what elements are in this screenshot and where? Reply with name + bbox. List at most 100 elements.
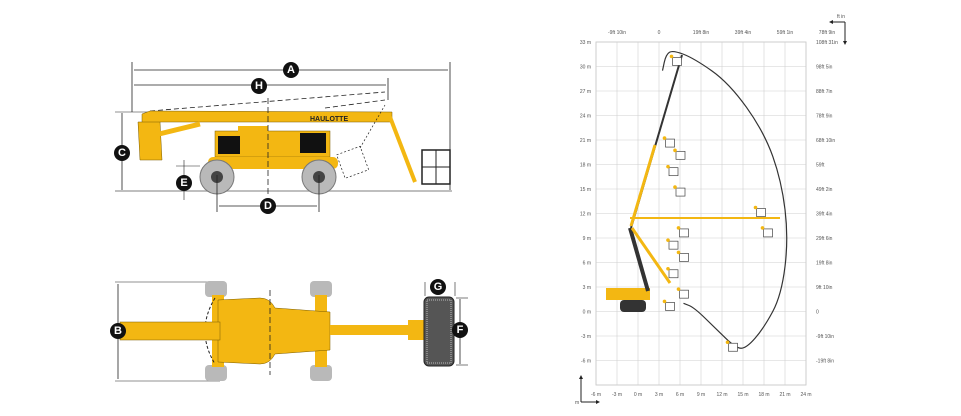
x-tick-label-ft: 39ft 4in xyxy=(735,30,752,36)
x-tick-label-m: 21 m xyxy=(779,392,790,398)
y-tick-label-m: 15 m xyxy=(580,187,591,193)
svg-text:F: F xyxy=(457,324,464,336)
x-tick-label-ft: 78ft 9in xyxy=(819,30,836,36)
svg-text:B: B xyxy=(114,325,122,337)
side-view: HAULOTTE A H C E D xyxy=(114,62,452,214)
y-tick-label-ft: 49ft 2in xyxy=(816,187,833,193)
ft-unit-arrow: ft in xyxy=(829,14,847,45)
reach-tick-labels: -6 m -3 m 0 m 3 m 6 m 9 m 12 m 15 m 18 m 21 m 24 m… xyxy=(580,30,838,398)
basket-pivot xyxy=(676,250,681,255)
platform-basket xyxy=(666,266,679,279)
y-tick-label-ft: 108ft 31in xyxy=(816,40,838,46)
machine-at-base xyxy=(606,54,780,312)
platform-basket xyxy=(676,226,689,238)
x-tick-label-ft: 19ft 8in xyxy=(693,30,710,36)
platform-basket xyxy=(666,238,679,250)
dimension-g-badge: G xyxy=(430,279,446,295)
y-tick-label-m: -3 m xyxy=(581,334,591,340)
basket-frame xyxy=(675,150,686,160)
y-tick-label-m: 3 m xyxy=(583,285,591,291)
basket-frame xyxy=(763,228,773,238)
y-tick-label-ft: 88ft 7in xyxy=(816,89,833,95)
svg-text:D: D xyxy=(264,200,272,212)
svg-text:E: E xyxy=(180,177,187,189)
platform-basket xyxy=(725,340,738,352)
basket-pivot xyxy=(673,185,677,189)
basket-pivot xyxy=(760,226,765,230)
y-tick-label-m: 12 m xyxy=(580,212,591,218)
dimension-e-badge: E xyxy=(176,175,192,191)
y-tick-label-ft: 59ft xyxy=(816,163,825,169)
x-tick-label-m: 6 m xyxy=(676,392,684,398)
svg-text:G: G xyxy=(434,281,443,293)
x-tick-label-m: 24 m xyxy=(800,392,811,398)
x-tick-label-m: 0 m xyxy=(634,392,642,398)
platform-basket xyxy=(676,287,689,299)
basket-frame xyxy=(756,208,766,217)
y-tick-label-m: 21 m xyxy=(580,138,591,144)
platform-basket xyxy=(669,54,682,66)
platform-basket xyxy=(662,299,675,311)
svg-text:ft in: ft in xyxy=(837,14,845,20)
y-tick-label-ft: 98ft 5in xyxy=(816,65,833,71)
y-tick-label-ft: 68ft 10in xyxy=(816,138,835,144)
y-tick-label-ft: 29ft 6in xyxy=(816,236,833,242)
basket-pivot xyxy=(676,287,681,291)
x-tick-label-ft: -9ft 10in xyxy=(608,30,626,36)
reach-diagram: -6 m -3 m 0 m 3 m 6 m 9 m 12 m 15 m 18 m 21 m 24 m… xyxy=(575,14,847,406)
platform-basket xyxy=(666,164,679,177)
x-tick-label-m: 12 m xyxy=(716,392,727,398)
platform-basket xyxy=(753,205,766,217)
dimension-h-badge: H xyxy=(251,78,267,94)
x-tick-label-m: 15 m xyxy=(737,392,748,398)
y-tick-label-ft: 78ft 9in xyxy=(816,114,833,120)
reach-envelope xyxy=(661,50,788,349)
basket-pivot xyxy=(666,238,670,242)
basket-frame xyxy=(679,289,689,299)
svg-text:A: A xyxy=(287,64,295,76)
dimension-b-badge: B xyxy=(110,323,126,339)
x-tick-label-m: -3 m xyxy=(612,392,622,398)
basket-pivot xyxy=(676,226,681,230)
reach-grid xyxy=(595,41,807,386)
basket-frame xyxy=(665,302,675,311)
dimension-f-badge: F xyxy=(452,322,468,338)
svg-text:H: H xyxy=(255,80,263,92)
y-tick-label-m: 30 m xyxy=(580,65,591,71)
y-tick-label-ft: 9ft 10in xyxy=(816,285,833,291)
dimension-d-badge: D xyxy=(260,198,276,214)
y-tick-label-m: 24 m xyxy=(580,114,591,120)
dimension-c-badge: C xyxy=(114,145,130,161)
basket-pivot xyxy=(662,299,667,304)
platform-basket xyxy=(673,148,686,160)
m-unit-arrow: m xyxy=(575,375,600,406)
basket-frame xyxy=(672,57,682,66)
basket-frame xyxy=(668,240,679,250)
x-tick-label-ft: 0 xyxy=(658,30,661,36)
platform-basket xyxy=(673,185,686,197)
basket-frame xyxy=(679,228,689,238)
dimension-a-badge: A xyxy=(283,62,299,78)
y-tick-label-m: 18 m xyxy=(580,163,591,169)
y-tick-label-m: 27 m xyxy=(580,89,591,95)
y-tick-label-m: 0 m xyxy=(583,310,591,316)
y-tick-label-m: 9 m xyxy=(583,236,591,242)
y-tick-label-m: -6 m xyxy=(581,359,591,365)
basket-frame xyxy=(675,187,686,197)
basket-frame xyxy=(668,167,679,177)
basket-pivot xyxy=(662,136,667,140)
basket-frame xyxy=(668,269,679,279)
y-tick-label-ft: -19ft 8in xyxy=(816,359,834,365)
y-tick-label-ft: 0 xyxy=(816,310,819,316)
basket-pivot xyxy=(725,340,730,345)
svg-text:C: C xyxy=(118,147,126,159)
y-tick-label-ft: 39ft 4in xyxy=(816,212,833,218)
x-tick-label-m: 18 m xyxy=(758,392,769,398)
platform-basket xyxy=(662,136,675,148)
x-tick-label-m: 9 m xyxy=(697,392,705,398)
basket-frame xyxy=(728,342,738,352)
x-tick-label-m: 3 m xyxy=(655,392,663,398)
x-tick-label-ft: 59ft 1in xyxy=(777,30,794,36)
y-tick-label-ft: -9ft 10in xyxy=(816,334,834,340)
